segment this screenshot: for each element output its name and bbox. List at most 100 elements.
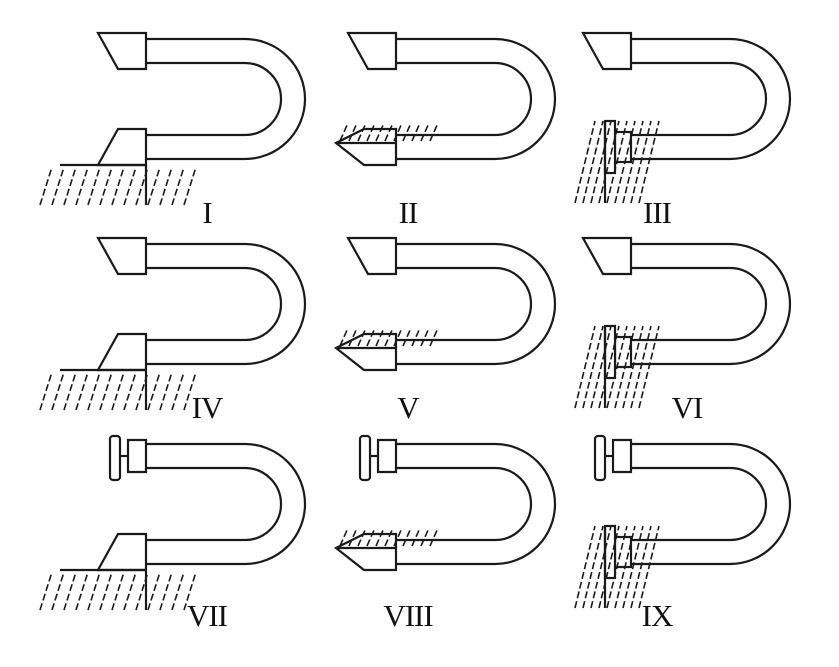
u-bar-group (333, 236, 557, 372)
bottom-flange (603, 324, 617, 380)
u-bar-outer-edge (631, 442, 792, 566)
u-bar-inner-edge (631, 61, 768, 137)
hatch-line (135, 166, 149, 206)
hatch-line (638, 325, 660, 409)
wall-hatch (574, 120, 660, 204)
top-wedge-end (346, 236, 398, 276)
bottom-wedge-end (333, 127, 398, 167)
u-bar-group (333, 434, 557, 572)
hatch-line (159, 571, 173, 611)
hatch-line (630, 120, 652, 204)
u-bar-inner-edge (146, 466, 283, 542)
hatch-line (590, 525, 612, 609)
hatch-line (123, 371, 137, 411)
hatch-line (348, 327, 358, 347)
cell-label: III (643, 195, 672, 230)
hatch-line (348, 122, 358, 142)
top-collar (376, 438, 398, 474)
hatch-line (111, 166, 125, 206)
hatch-line (366, 327, 376, 347)
hatch-line (87, 571, 101, 611)
u-bar-group (60, 31, 307, 205)
hatch-line (357, 122, 367, 142)
cell-label: VI (671, 390, 704, 425)
hatch-line (614, 325, 636, 409)
bottom-wedge-end (333, 532, 398, 572)
hatch-line (99, 371, 113, 411)
hatch-line (111, 571, 125, 611)
hatch-line (598, 525, 620, 609)
hatch-line (384, 122, 394, 142)
hatch-line (598, 120, 620, 204)
hatch-line (393, 527, 403, 547)
hatch-line (429, 122, 439, 142)
hatch-line (606, 120, 628, 204)
top-wedge-end (581, 31, 633, 71)
bottom-wedge-end (96, 332, 148, 372)
hatch-line (375, 327, 385, 347)
wedge-hatch (339, 527, 439, 547)
u-bar-drawing-6 (574, 236, 792, 409)
hatch-line (75, 571, 89, 611)
hatch-line (622, 325, 644, 409)
cell-label: I (202, 195, 212, 230)
hatch-line (384, 327, 394, 347)
u-bar-drawing-8 (333, 434, 557, 572)
hatch-line (171, 571, 185, 611)
hatch-line (402, 327, 412, 347)
hatch-line (574, 525, 596, 609)
hatch-line (574, 325, 596, 409)
hatch-line (339, 327, 349, 347)
hatch-line (411, 327, 421, 347)
hatch-line (39, 371, 53, 411)
top-wedge-end (96, 31, 148, 71)
top-wedge-end (96, 236, 148, 276)
hatch-line (171, 166, 185, 206)
hatch-line (366, 122, 376, 142)
u-bar-outer-edge (146, 242, 307, 366)
hatch-line (366, 527, 376, 547)
cell-label: V (397, 390, 419, 425)
hatch-line (420, 327, 430, 347)
hatch-line (183, 166, 197, 206)
u-bar-outer-edge (146, 442, 307, 566)
hatch-line (39, 166, 53, 206)
bottom-wedge-end (96, 127, 148, 167)
u-bar-inner-edge (396, 466, 533, 542)
u-bar-group (593, 434, 792, 608)
hatch-line (622, 525, 644, 609)
hatch-line (622, 120, 644, 204)
u-bar-inner-edge (396, 61, 533, 137)
top-collar (126, 438, 148, 474)
hatch-line (63, 371, 77, 411)
u-bar-outer-edge (631, 37, 792, 161)
u-bar-outer-edge (146, 37, 307, 161)
u-bar-drawing-3 (574, 31, 792, 204)
hatch-line (411, 527, 421, 547)
cell-2: II (310, 25, 570, 240)
floor-hatch (39, 166, 197, 206)
top-wedge-end (346, 31, 398, 71)
hatch-line (606, 525, 628, 609)
hatch-line (590, 325, 612, 409)
u-bar-drawing-1 (39, 31, 307, 206)
u-bar-outer-edge (396, 442, 557, 566)
u-bar-inner-edge (631, 266, 768, 342)
cell-6: VI (545, 230, 805, 445)
hatch-line (630, 525, 652, 609)
bottom-wedge-end (333, 332, 398, 372)
wedge-hatch (339, 122, 439, 142)
hatch-line (582, 525, 604, 609)
u-bar-drawing-2 (333, 31, 557, 167)
hatch-line (420, 527, 430, 547)
u-bar-outer-edge (396, 242, 557, 366)
floor-hatch (39, 371, 197, 411)
u-bar-drawing-7 (39, 434, 307, 611)
hatch-line (402, 527, 412, 547)
cell-label: II (398, 195, 419, 230)
u-bar-group (60, 434, 307, 610)
hatch-line (39, 571, 53, 611)
floor-hatch (39, 571, 197, 611)
hatch-line (582, 120, 604, 204)
cell-8: VIII (310, 430, 570, 645)
